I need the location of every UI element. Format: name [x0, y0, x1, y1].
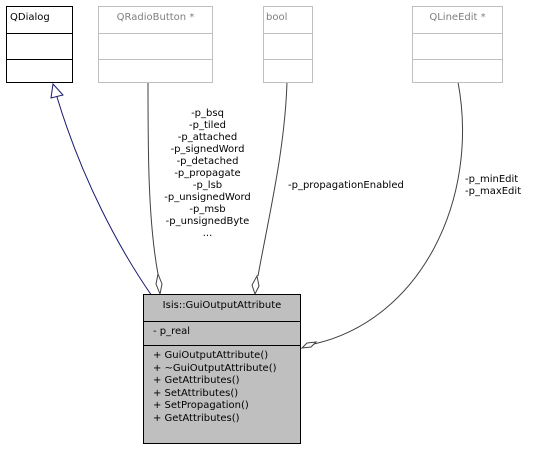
method-item: + SetAttributes()	[153, 387, 239, 399]
radio-diamond	[155, 272, 163, 296]
edge-label: -p_unsignedWord	[164, 192, 251, 203]
attribute-item: - p_real	[153, 326, 191, 337]
methods-section: + GuiOutputAttribute() + ~GuiOutputAttri…	[144, 345, 300, 443]
methods-section	[7, 59, 72, 83]
edge-label: -p_signedWord	[170, 144, 245, 155]
attributes-section	[413, 33, 502, 59]
bool-edge-label: -p_propagationEnabled	[288, 180, 404, 191]
class-title: QDialog	[10, 12, 50, 23]
methods-section	[413, 59, 502, 83]
edge-label: -p_propagate	[174, 168, 241, 179]
edge-label: -p_maxEdit	[465, 186, 522, 197]
lineedit-edge	[313, 81, 463, 345]
attributes-section	[7, 33, 72, 59]
attributes-section	[264, 33, 312, 59]
bool-edge	[257, 81, 288, 277]
attributes-section	[99, 33, 212, 59]
inheritance-edge	[56, 96, 153, 297]
class-title: QRadioButton *	[116, 12, 195, 23]
inheritance-arrowhead	[50, 82, 64, 99]
edge-label: -p_attached	[177, 132, 238, 143]
edge-label: -p_unsignedByte	[165, 216, 250, 227]
edge-label: -p_tiled	[189, 120, 226, 131]
radio-edge	[147, 81, 159, 275]
class-box-bool: bool	[263, 6, 313, 83]
methods-section	[264, 59, 312, 83]
lineedit-edge-labels: -p_minEdit -p_maxEdit	[465, 174, 521, 198]
class-box-qdialog: QDialog	[6, 6, 73, 83]
edge-label: ...	[202, 228, 213, 239]
edge-label: -p_msb	[189, 204, 226, 215]
class-title: Isis::GuiOutputAttribute	[162, 300, 282, 311]
methods-section	[99, 59, 212, 83]
method-item: + SetPropagation()	[153, 400, 249, 411]
method-item: + GetAttributes()	[153, 412, 240, 424]
method-item: + GetAttributes()	[153, 375, 240, 386]
class-title: QLineEdit *	[429, 12, 486, 23]
class-box-qlineedit: QLineEdit *	[412, 6, 503, 83]
class-box-gui-output-attribute: Isis::GuiOutputAttribute - p_real + GuiO…	[143, 294, 301, 444]
lineedit-diamond	[300, 341, 318, 349]
attributes-section: - p_real	[144, 321, 300, 345]
class-title: bool	[266, 12, 288, 23]
bool-diamond	[251, 274, 260, 296]
edge-label: -p_detached	[176, 156, 239, 167]
radio-edge-labels: -p_bsq -p_tiled -p_attached -p_signedWor…	[150, 108, 265, 240]
edge-label: -p_lsb	[192, 180, 223, 191]
edge-label: -p_minEdit	[465, 174, 519, 185]
method-item: + ~GuiOutputAttribute()	[153, 362, 277, 374]
method-item: + GuiOutputAttribute()	[153, 350, 269, 361]
edge-label: -p_bsq	[191, 108, 224, 119]
class-box-qradiobutton: QRadioButton *	[98, 6, 213, 83]
